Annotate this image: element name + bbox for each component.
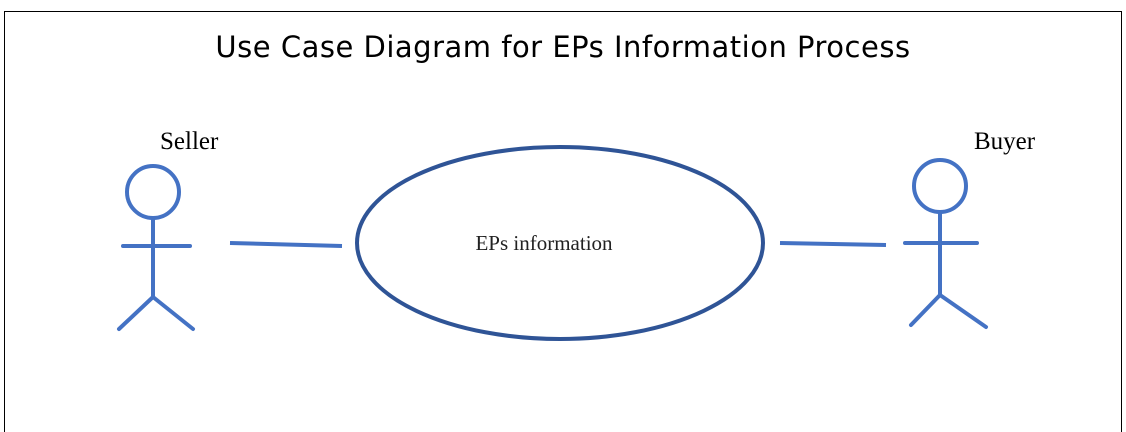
seller-association-line bbox=[229, 241, 343, 248]
buyer-right-leg bbox=[938, 293, 988, 329]
diagram-frame bbox=[4, 11, 1122, 432]
buyer-left-leg bbox=[909, 293, 942, 327]
buyer-association-line bbox=[779, 241, 887, 247]
buyer-head bbox=[912, 158, 968, 214]
buyer-actor-icon bbox=[903, 158, 988, 329]
diagram-title: Use Case Diagram for EPs Information Pro… bbox=[215, 30, 911, 64]
use-case-ellipse bbox=[355, 145, 765, 341]
seller-left-leg bbox=[117, 295, 155, 331]
seller-head bbox=[125, 164, 181, 220]
seller-label: Seller bbox=[160, 128, 219, 155]
use-case-label: EPs information bbox=[475, 231, 613, 255]
seller-right-leg bbox=[151, 295, 195, 331]
buyer-label: Buyer bbox=[974, 128, 1036, 155]
seller-actor-icon bbox=[117, 164, 195, 331]
